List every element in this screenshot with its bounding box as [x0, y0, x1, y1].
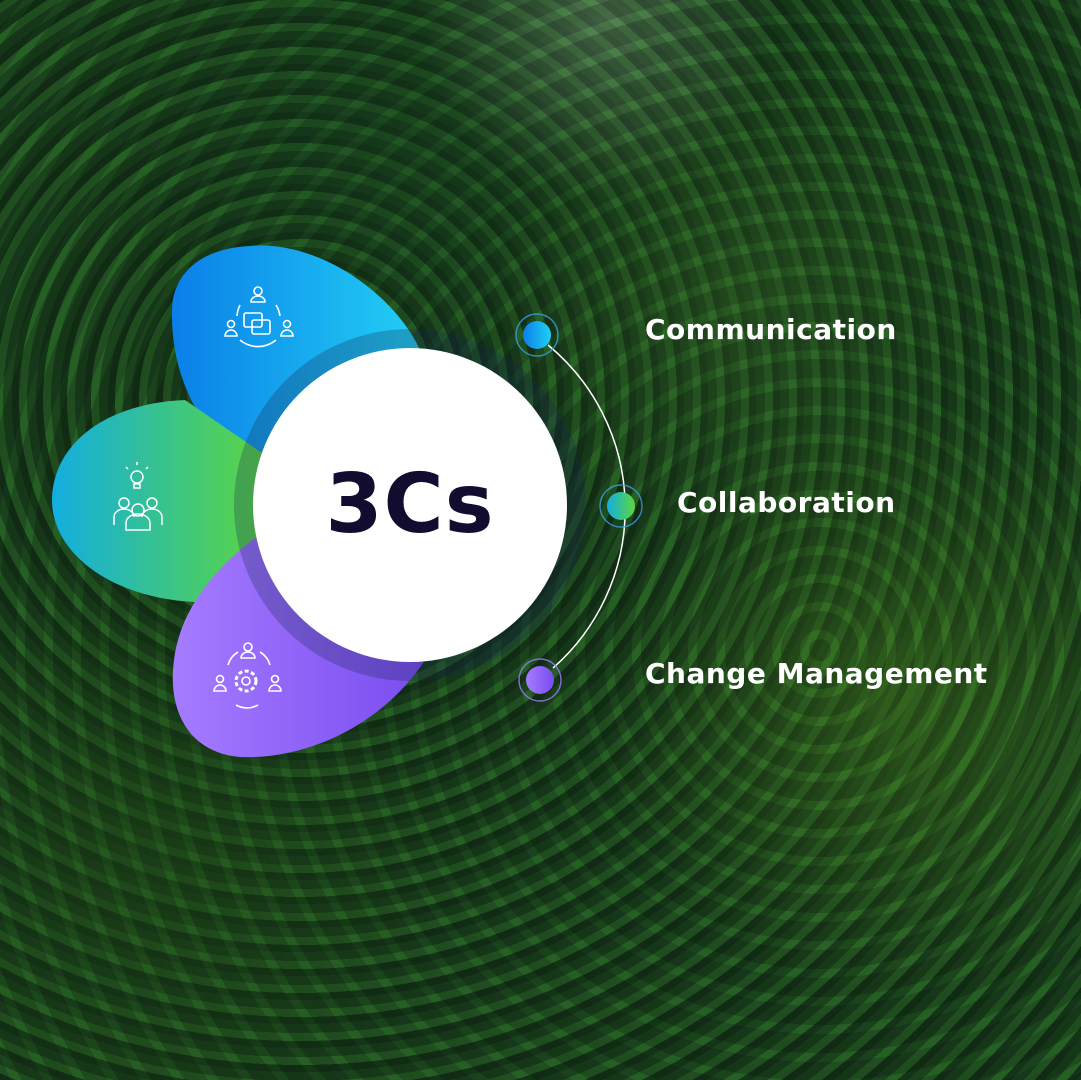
collaboration-petal: [51, 400, 265, 602]
collaboration-idea-team-icon: [113, 462, 163, 531]
node-change-management: [518, 658, 562, 702]
label-change-management: Change Management: [645, 657, 988, 690]
center-circle: [253, 348, 567, 662]
node-collaboration: [599, 484, 643, 528]
node-communication: [515, 313, 559, 357]
change-management-gear-cycle-icon: [213, 642, 282, 709]
change-management-petal: [172, 538, 425, 758]
label-collaboration: Collaboration: [677, 486, 896, 519]
label-communication: Communication: [645, 313, 897, 346]
communication-petal: [171, 245, 420, 485]
communication-chat-people-icon: [224, 286, 294, 348]
center-title: 3Cs: [325, 457, 495, 552]
